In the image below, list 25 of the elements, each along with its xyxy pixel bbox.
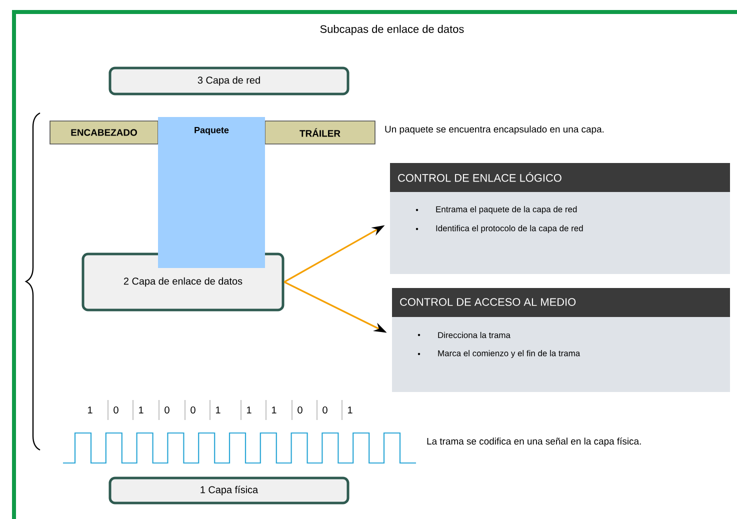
bit-digit: 1 (88, 406, 92, 414)
bullet-item: Entrama el paquete de la capa de red (416, 206, 577, 214)
note-text: Un paquete se encuentra encapsulado en una capa. (385, 126, 604, 134)
bit-digit: 0 (190, 406, 196, 414)
bullet-item: Direcciona la trama (418, 332, 510, 338)
bit-digit: 1 (272, 406, 276, 414)
bullet-item: Marca el comienzo y el fin de la trama (418, 350, 580, 358)
bit-digit: 1 (247, 406, 252, 414)
bit-digit: 1 (348, 406, 352, 414)
bullet-item: Identifica el protocolo de la capa de red (416, 225, 583, 233)
layer-box: 3 Capa de red (108, 66, 350, 96)
bit-digit: 0 (114, 406, 118, 414)
packet-block: Paquete (158, 117, 265, 268)
sublayer-panel: CONTROL DE ENLACE LÓGICO Entrama el paquete de la capa de red Identifica el protocolo de la capa de red (390, 163, 730, 274)
title: Subcapas de enlace de datos (320, 24, 464, 36)
layer-box: 1 Capa física (108, 476, 350, 504)
note-text: La trama se codifica en una señal en la capa física. (427, 438, 641, 446)
bit-digit: 0 (322, 406, 328, 414)
bit-digit: 0 (164, 406, 170, 414)
header-field: ENCABEZADO (50, 120, 158, 144)
sublayer-panel: CONTROL DE ACCESO AL MEDIO Direcciona la trama Marca el comienzo y el fin de la trama (392, 288, 730, 392)
bit-digit: 1 (216, 406, 220, 414)
bit-digit: 1 (139, 406, 144, 414)
header-field: TRÁILER (264, 120, 376, 144)
bit-digit: 0 (298, 406, 302, 414)
